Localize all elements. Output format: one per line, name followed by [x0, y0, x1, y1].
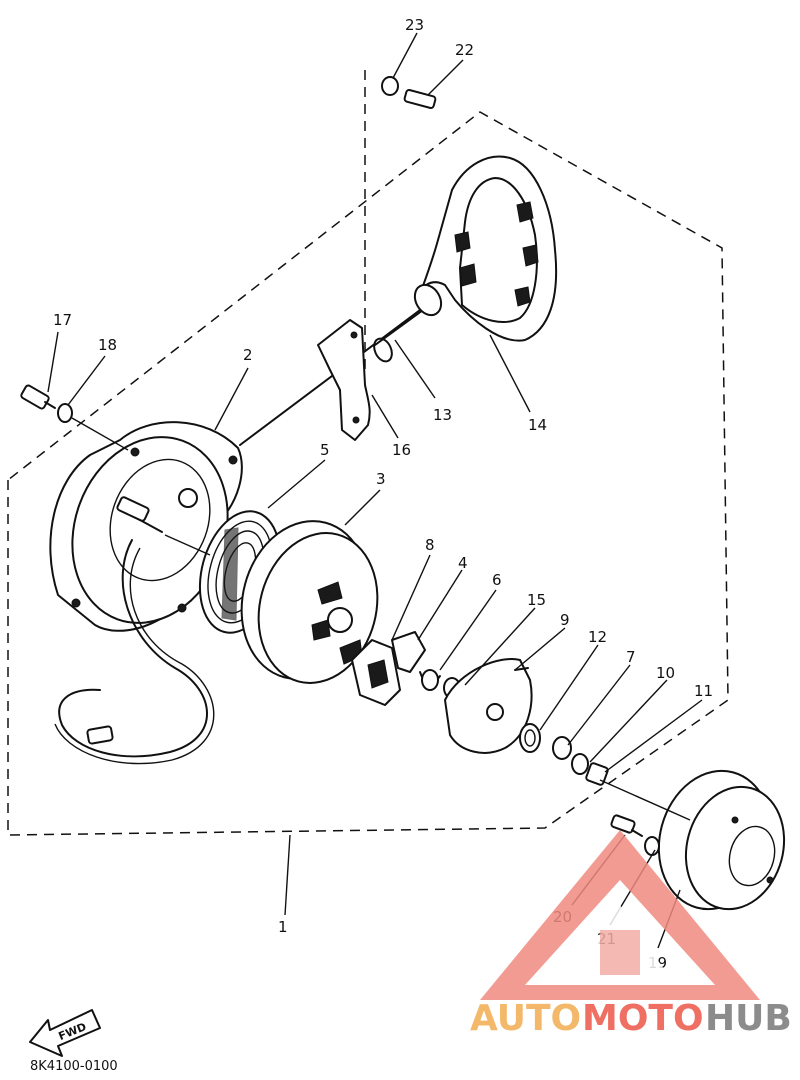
bolt-22 [403, 88, 437, 110]
callout-10: 10 [656, 664, 675, 682]
callout-4: 4 [458, 554, 468, 572]
callout-7: 7 [626, 648, 636, 666]
washer-21 [644, 836, 660, 856]
callout-14: 14 [528, 416, 547, 434]
callout-17: 17 [53, 311, 72, 329]
starter-rope-lower [58, 539, 208, 758]
leader-1 [284, 834, 291, 916]
watermark-triangle [480, 830, 760, 1000]
callout-1: 1 [278, 918, 288, 936]
callout-6: 6 [492, 571, 502, 589]
watermark-hub: HUB [705, 998, 792, 1039]
callout-2: 2 [243, 346, 253, 364]
watermark-auto: AUTO [470, 998, 581, 1039]
callout-11: 11 [694, 682, 713, 700]
callout-13: 13 [433, 406, 452, 424]
washer-18 [57, 403, 73, 423]
center-line-left [71, 417, 129, 451]
callout-23: 23 [405, 16, 424, 34]
callout-22: 22 [455, 41, 474, 59]
drawing-code: 8K4100-0100 [30, 1059, 118, 1074]
rope-clamp [86, 725, 114, 745]
pawl [351, 639, 401, 706]
bolt-17 [20, 384, 56, 410]
callout-3: 3 [376, 470, 386, 488]
callout-9: 9 [560, 611, 570, 629]
assembly-boundary [7, 111, 729, 836]
sheave-drum [240, 520, 379, 684]
callout-5: 5 [320, 441, 330, 459]
nut-11 [585, 762, 609, 786]
starter-cup [657, 769, 786, 911]
spring-12 [519, 723, 541, 753]
callout-18: 18 [98, 336, 117, 354]
pawl-spring [419, 669, 441, 691]
fwd-arrow: FWD [29, 1009, 101, 1057]
starter-rope [239, 309, 421, 446]
watermark-moto: MOTO [582, 998, 704, 1039]
friction-plate [444, 658, 533, 754]
callout-16: 16 [392, 441, 411, 459]
washer-7 [552, 736, 572, 760]
pawl-guide [391, 631, 426, 673]
callout-15: 15 [527, 591, 546, 609]
washer-23 [381, 76, 399, 96]
rope-guide-bracket [317, 319, 393, 441]
center-axis [164, 534, 691, 821]
watermark-logo [480, 830, 760, 1000]
starter-handle [413, 155, 558, 342]
bolt-20 [610, 814, 643, 837]
callout-12: 12 [588, 628, 607, 646]
callout-8: 8 [425, 536, 435, 554]
washer-10 [571, 753, 589, 775]
